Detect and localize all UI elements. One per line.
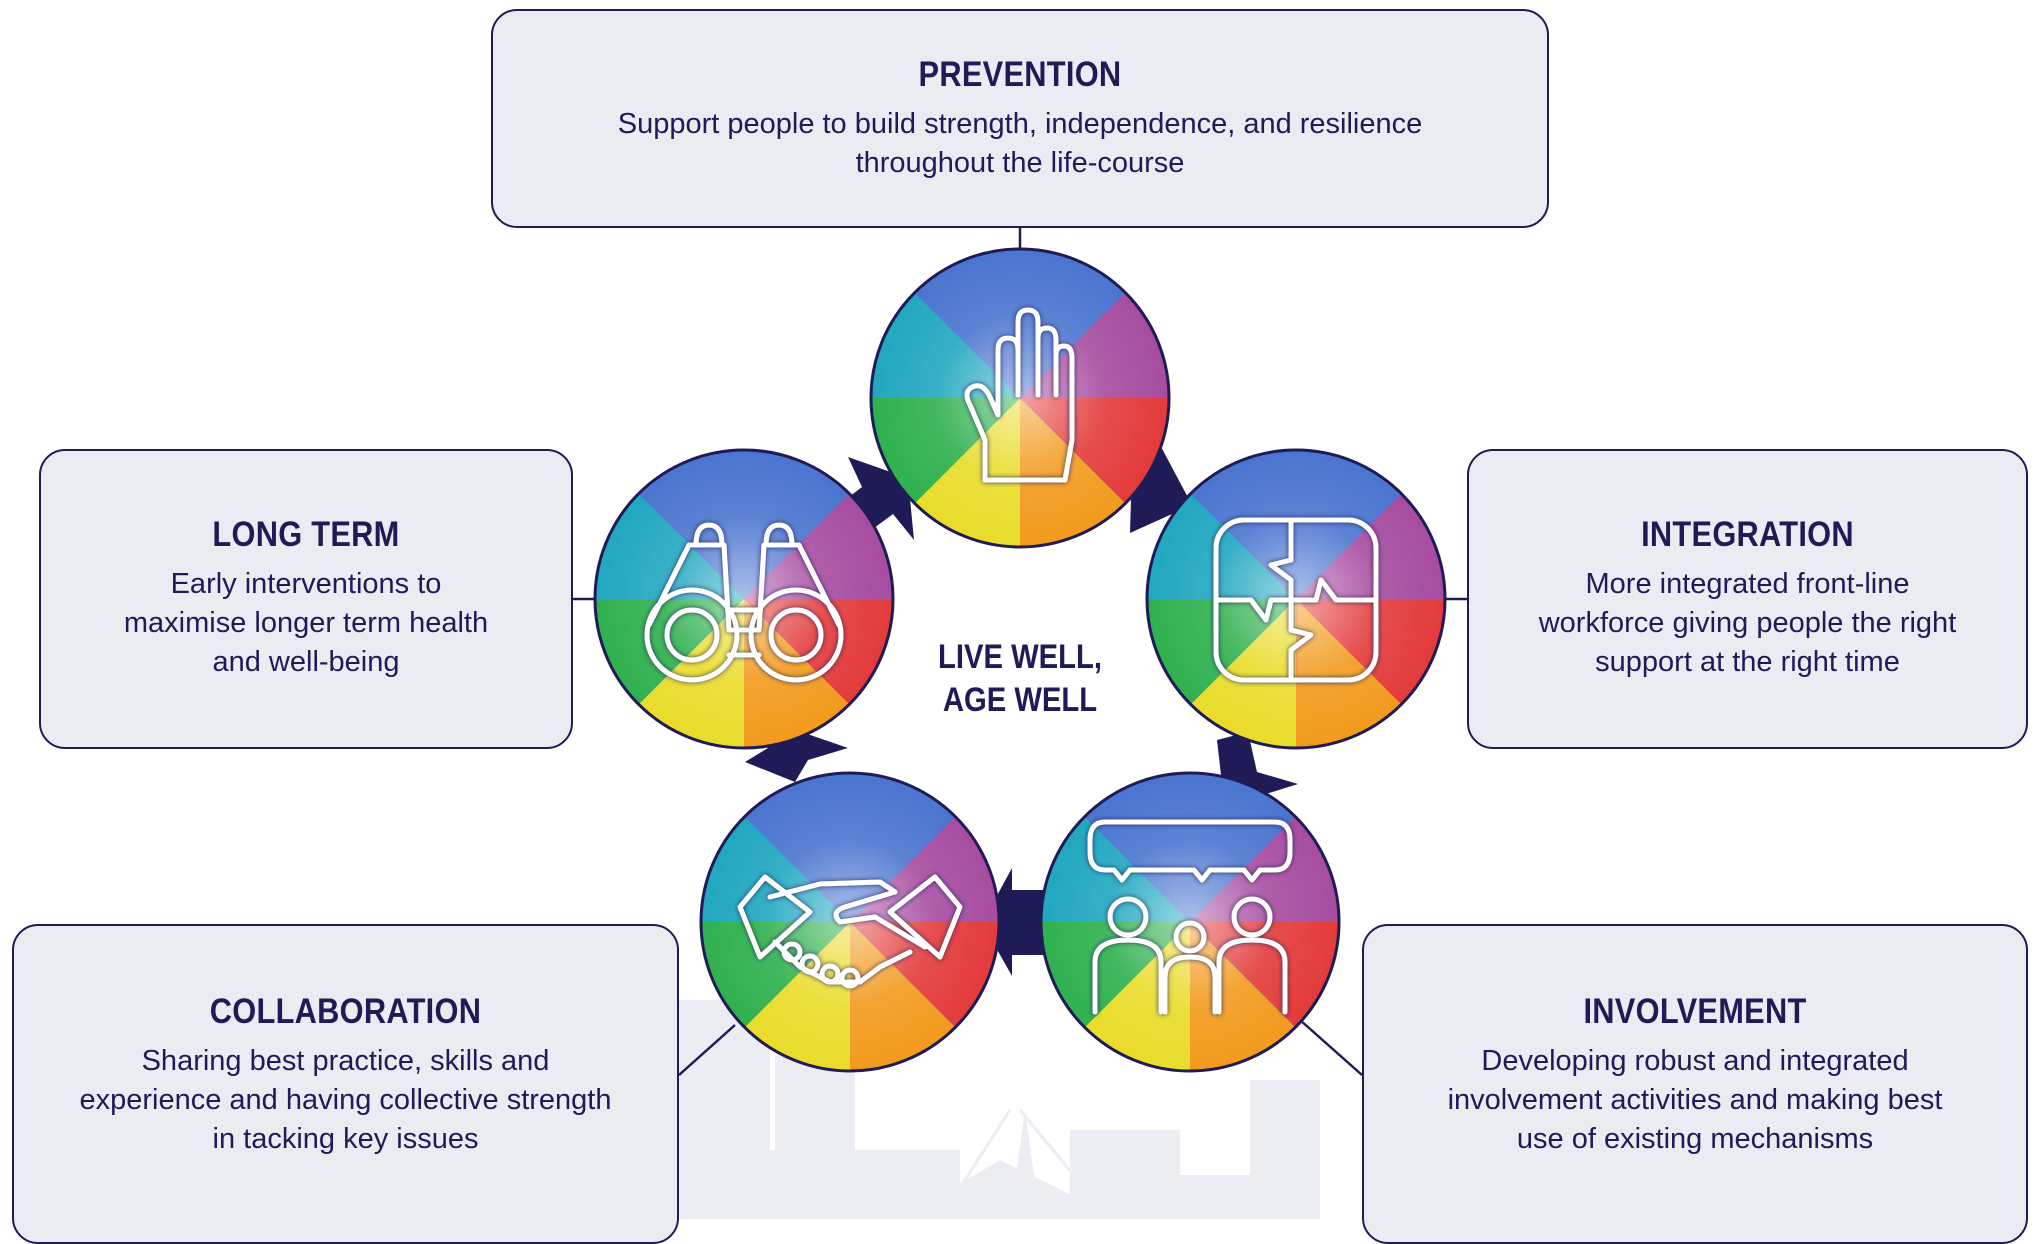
collaboration-title: COLLABORATION [209, 992, 482, 1031]
people-speech-icon [1087, 819, 1293, 1015]
integration-description: More integrated front-line workforce giv… [1469, 565, 2026, 682]
involvement-title: INVOLVEMENT [1583, 992, 1807, 1031]
center-label: LIVE WELL, AGE WELL [934, 636, 1106, 722]
integration-desc-line1: More integrated front-line [1585, 568, 1910, 600]
involvement-desc-line2: involvement activities and making best [1447, 1084, 1943, 1116]
prevention-box: PREVENTION Support people to build stren… [491, 9, 1549, 228]
prevention-title: PREVENTION [918, 55, 1122, 94]
center-label-line1: LIVE WELL, [937, 638, 1103, 676]
connector-lines [573, 228, 1467, 1076]
involvement-desc-line3: use of existing mechanisms [1516, 1123, 1874, 1155]
long-term-title: LONG TERM [212, 515, 400, 554]
diagram: LIVE WELL, AGE WELL PREVENTION Support p… [12, 9, 2028, 1244]
involvement-box: INVOLVEMENT Developing robust and integr… [1362, 924, 2028, 1244]
long-term-desc-line3: and well-being [212, 646, 400, 678]
long-term-description: Early interventions to maximise longer t… [41, 565, 571, 682]
long-term-box: LONG TERM Early interventions to maximis… [39, 449, 573, 749]
center-label-line2: AGE WELL [942, 681, 1098, 719]
integration-desc-line3: support at the right time [1595, 646, 1900, 678]
integration-box: INTEGRATION More integrated front-line w… [1467, 449, 2028, 749]
circle-prevention [869, 247, 1171, 549]
involvement-desc-line1: Developing robust and integrated [1481, 1045, 1909, 1077]
integration-desc-line2: workforce giving people the right [1538, 607, 1957, 639]
long-term-desc-line2: maximise longer term health [123, 607, 489, 639]
long-term-desc-line1: Early interventions to [170, 568, 442, 600]
collaboration-desc-line1: Sharing best practice, skills and [141, 1045, 550, 1077]
city-watermark [640, 1000, 1320, 1219]
circle-long-term [593, 448, 895, 750]
binoculars-icon [644, 522, 844, 683]
collaboration-desc-line2: experience and having collective strengt… [79, 1084, 612, 1116]
prevention-desc-line2: throughout the life-course [855, 147, 1185, 179]
prevention-desc-line1: Support people to build strength, indepe… [617, 108, 1423, 140]
integration-title: INTEGRATION [1641, 515, 1854, 554]
collaboration-desc-line3: in tacking key issues [212, 1123, 479, 1155]
handshake-icon [737, 874, 963, 989]
involvement-description: Developing robust and integrated involve… [1364, 1042, 2026, 1159]
diagram-graphics [573, 228, 1467, 1219]
hand-icon [964, 307, 1075, 483]
collaboration-description: Sharing best practice, skills and experi… [14, 1042, 677, 1159]
prevention-description: Support people to build strength, indepe… [493, 105, 1547, 183]
collaboration-box: COLLABORATION Sharing best practice, ski… [12, 924, 679, 1244]
puzzle-icon [1213, 517, 1379, 683]
